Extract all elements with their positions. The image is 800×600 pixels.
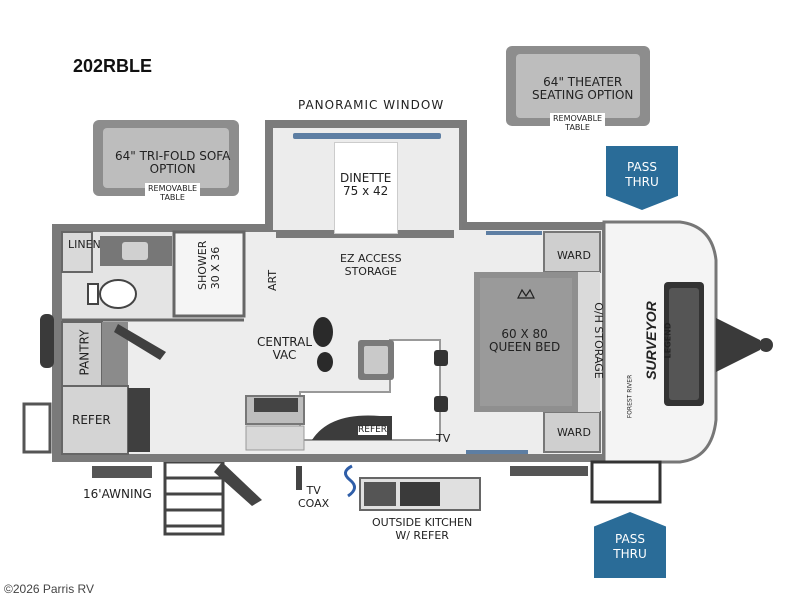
refer-left <box>61 385 129 455</box>
brand-small-logo: FOREST RIVER <box>626 374 634 419</box>
ward-bottom-label: WARD <box>557 426 591 439</box>
theater-seating-option <box>506 46 650 126</box>
ward-top-label: WARD <box>557 249 591 262</box>
wardrobe-top <box>543 231 601 273</box>
refer-counter-label: REFER <box>358 425 388 435</box>
brand-sub-logo: LEGEND <box>663 322 673 359</box>
entry-door-swing <box>214 462 262 506</box>
tv-coax-port <box>296 466 302 490</box>
shower-stall <box>172 230 246 318</box>
bootprint-icon <box>313 317 333 372</box>
pantry-cabinet <box>61 321 103 387</box>
art-label: ART <box>266 269 280 292</box>
awning-hose-icon <box>344 464 356 498</box>
model-name: 202RBLE <box>73 56 153 76</box>
awning-label: 16'AWNING <box>83 487 152 501</box>
crown-icon <box>517 288 535 299</box>
pantry-label: PANTRY <box>77 329 92 376</box>
entry-steps <box>163 460 225 536</box>
awning-rail <box>92 466 152 478</box>
linen-label: LINEN <box>68 238 101 251</box>
wardrobe-bottom <box>543 411 601 453</box>
tv-label: TV <box>436 432 451 445</box>
refer-left-label: REFER <box>72 413 111 427</box>
linen-closet <box>61 231 93 273</box>
copyright-text: ©2026 Parris RV <box>4 582 94 596</box>
panoramic-window-label: PANORAMIC WINDOW <box>298 98 445 112</box>
toilet-icon <box>99 279 137 309</box>
overhead-storage <box>578 272 600 412</box>
oh-storage-label: O/H STORAGE <box>591 302 605 379</box>
trifold-sofa-option <box>93 120 239 196</box>
sink-icon <box>122 242 148 260</box>
hitch <box>716 318 760 372</box>
dinette-table <box>334 142 398 234</box>
bath-door-swing <box>114 324 166 360</box>
brand-logo: SURVEYOR <box>642 301 659 380</box>
